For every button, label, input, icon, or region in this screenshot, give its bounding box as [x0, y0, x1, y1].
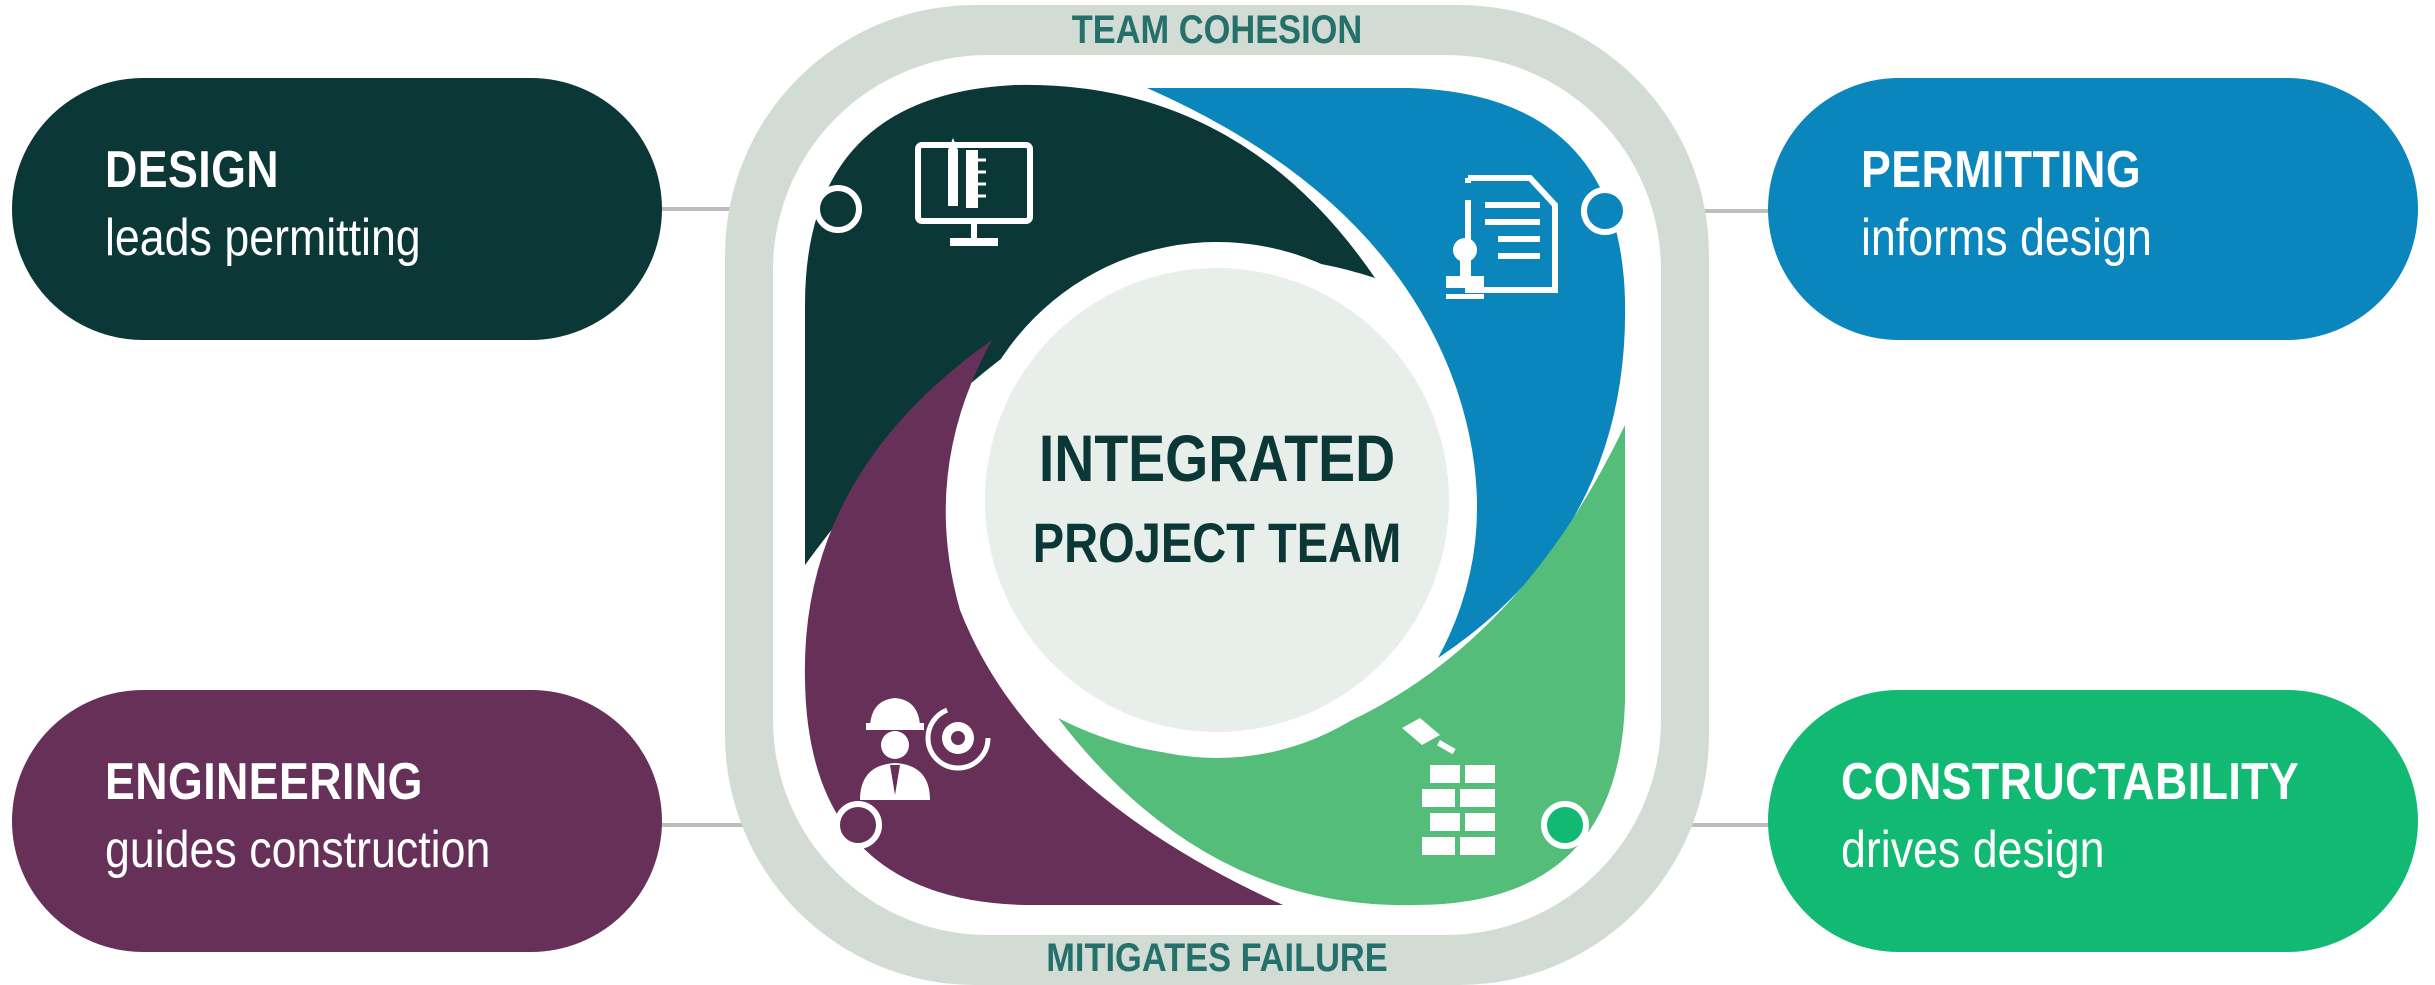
pill-constructability: CONSTRUCTABILITY drives design [1768, 690, 2418, 952]
pill-constructability-subtitle: drives design [1841, 821, 2105, 879]
ring-label-top: TEAM COHESION [1071, 8, 1363, 52]
quadrant-engineering [804, 340, 1283, 905]
quadrant-constructability [1058, 425, 1625, 906]
pill-design: DESIGN leads permitting [12, 78, 662, 340]
pill-permitting-subtitle: informs design [1861, 209, 2152, 267]
quadrant-design [805, 84, 1375, 566]
pill-engineering-subtitle: guides construction [105, 821, 491, 879]
pill-permitting-title: PERMITTING [1861, 141, 2142, 199]
node-dot-design [814, 185, 862, 233]
pill-constructability-title: CONSTRUCTABILITY [1841, 753, 2300, 811]
quadrant-permitting [1147, 88, 1626, 658]
permit-document-stamp-icon [1446, 175, 1558, 299]
center-title-line2: PROJECT TEAM [1032, 511, 1402, 574]
engineer-gear-icon [860, 698, 991, 800]
center-title-line1: INTEGRATED [1038, 421, 1396, 495]
node-dot-permitting [1581, 187, 1629, 235]
node-dot-engineering [834, 801, 882, 849]
pill-design-subtitle: leads permitting [105, 209, 421, 267]
pill-design-title: DESIGN [105, 141, 280, 199]
monitor-design-icon [915, 138, 1033, 246]
bricks-trowel-icon [1402, 718, 1495, 855]
node-dot-constructability [1541, 801, 1589, 849]
center-circle [985, 268, 1449, 732]
pill-permitting: PERMITTING informs design [1768, 78, 2418, 340]
pill-engineering-title: ENGINEERING [105, 753, 423, 811]
ring-label-bottom: MITIGATES FAILURE [1046, 936, 1388, 980]
pill-engineering: ENGINEERING guides construction [12, 690, 662, 952]
